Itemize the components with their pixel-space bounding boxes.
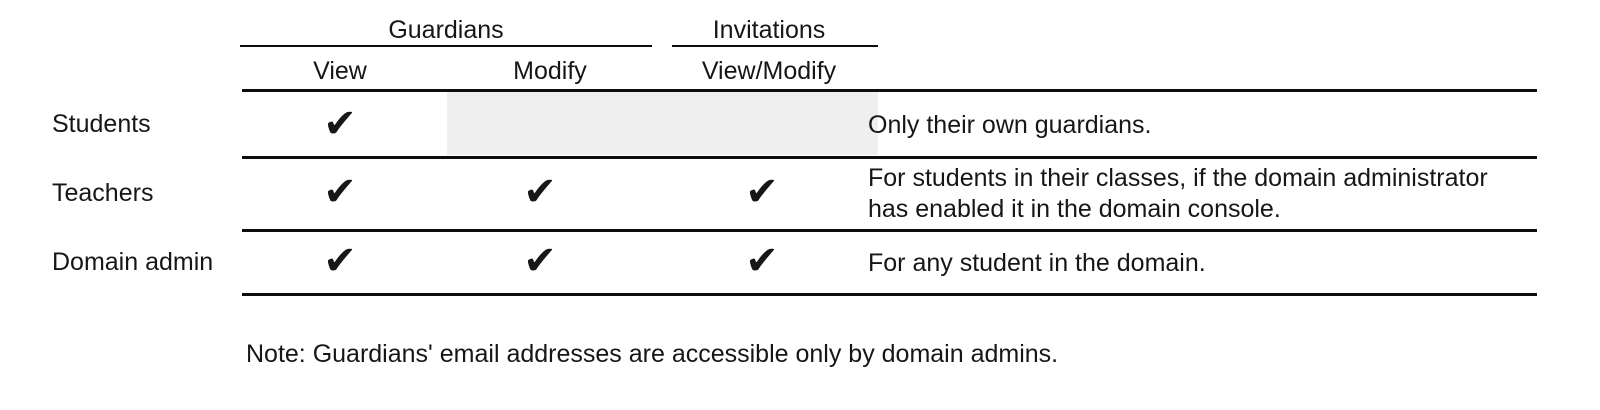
column-header-invitations-view-modify: View/Modify [701,57,837,85]
row-label-students: Students [52,110,151,138]
group-rule-guardians [240,45,652,47]
table-rule-after-teachers [242,229,1537,232]
description-teachers: For students in their classes, if the do… [868,164,1488,223]
checkmark-teachers-guardians-modify: ✔ [523,169,557,215]
row-label-teachers: Teachers [52,179,154,207]
table-rule-header-bottom [242,89,1537,92]
column-header-guardians-modify: Modify [513,57,587,85]
table-rule-bottom [242,293,1537,296]
description-students: Only their own guardians. [868,111,1152,139]
column-group-invitations: Invitations [712,16,826,44]
checkmark-teachers-guardians-view: ✔ [323,169,357,215]
checkmark-domain-admin-guardians-modify: ✔ [523,238,557,284]
checkmark-domain-admin-guardians-view: ✔ [323,238,357,284]
table-note: Note: Guardians' email addresses are acc… [246,340,1059,368]
group-rule-invitations [672,45,878,47]
description-domain-admin: For any student in the domain. [868,249,1206,277]
checkmark-students-guardians-view: ✔ [323,101,357,147]
row-label-domain-admin: Domain admin [52,248,214,276]
column-header-guardians-view: View [313,57,367,85]
column-group-guardians: Guardians [388,16,504,44]
table-rule-after-students [242,156,1537,159]
checkmark-domain-admin-invitations-view-modify: ✔ [745,238,779,284]
checkmark-teachers-invitations-view-modify: ✔ [745,169,779,215]
cell-shaded-students-modify [447,92,878,155]
